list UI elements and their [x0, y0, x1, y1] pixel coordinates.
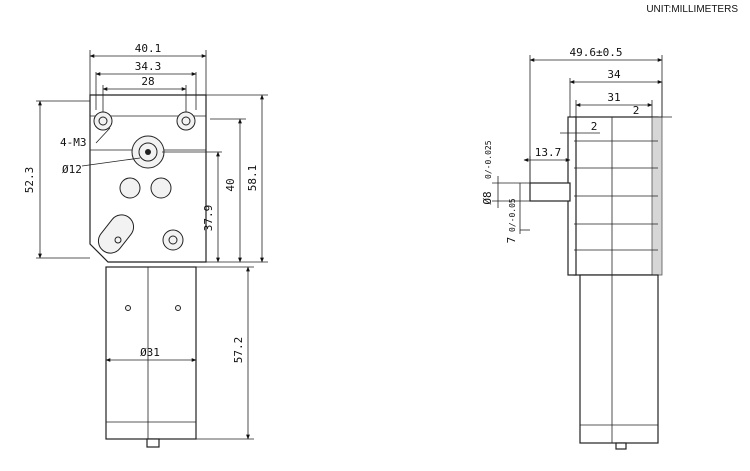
output-shaft-center	[145, 149, 151, 155]
motor-shaft-end-side	[615, 442, 627, 450]
label-screws: 4-M3	[60, 136, 87, 149]
dim-width-overall: 40.1	[135, 42, 162, 55]
motor-side	[579, 274, 659, 444]
adjust-slot	[97, 214, 135, 254]
label-output-diameter: Ø12	[62, 163, 82, 176]
dim-shaft-flat: 7	[505, 237, 518, 244]
dim-motor-diameter: Ø31	[140, 346, 160, 359]
dim-height-gear: 40	[224, 178, 237, 191]
dim-depth-overall: 49.6±0.5	[570, 46, 623, 59]
dim-shaft-diameter-tolerance: 0/-0.025	[484, 140, 493, 179]
dim-flange-a: 2	[591, 120, 598, 133]
front-view: 40.1 34.3 28 4-M3 Ø12 52.3 40	[23, 42, 268, 448]
dim-depth-body: 34	[607, 68, 621, 81]
gear-hole	[119, 177, 141, 199]
mounting-hole-inner	[98, 116, 108, 126]
dim-shaft-diameter: Ø8	[481, 191, 494, 204]
motor-rivet	[125, 305, 131, 311]
dim-motor-length: 57.2	[232, 337, 245, 364]
dim-height-hole: 37.9	[202, 205, 215, 232]
motor-rivet	[175, 305, 181, 311]
motor-shaft-end	[146, 438, 160, 448]
dim-height-overall: 58.1	[246, 165, 259, 192]
gear-hole	[150, 177, 172, 199]
mounting-hole-inner	[181, 116, 191, 126]
side-view: 49.6±0.5 34 31 2 2 13.7 Ø8 0/	[481, 46, 672, 450]
lower-mounting-hole-inner	[168, 235, 178, 245]
dim-width-holes-inner: 28	[141, 75, 154, 88]
slot-pin	[114, 236, 122, 244]
unit-label: UNIT:MILLIMETERS	[646, 4, 738, 15]
dim-shaft-flat-tolerance: 0/-0.05	[508, 198, 517, 232]
dim-height-left: 52.3	[23, 167, 36, 194]
dim-depth-inner: 31	[607, 91, 620, 104]
output-shaft-side	[529, 182, 571, 202]
dim-shaft-length: 13.7	[535, 146, 562, 159]
dim-width-holes-outer: 34.3	[135, 60, 162, 73]
dim-flange-b: 2	[633, 104, 640, 117]
